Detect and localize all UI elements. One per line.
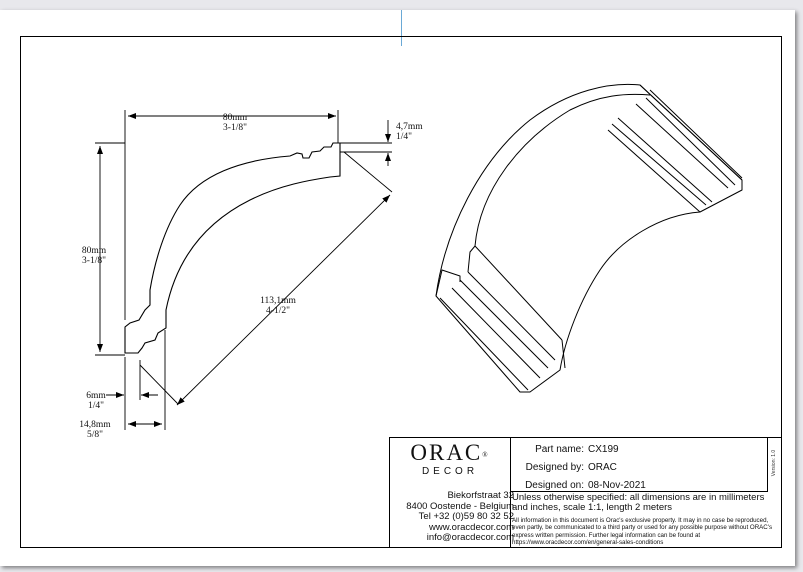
center-mark	[401, 10, 402, 46]
legal-notice: All information in this document is Orac…	[512, 517, 773, 547]
address-email: info@oracdecor.com	[426, 532, 514, 543]
address-web: www.oracdecor.com	[428, 521, 514, 533]
part-name-label: Part name:	[535, 444, 584, 455]
logo-main: ORAC	[410, 440, 483, 465]
address-street: Biekorfstraat 32	[447, 490, 514, 501]
isometric-view	[435, 83, 743, 393]
sheet-border	[20, 36, 782, 548]
version-label: Version: 1.0	[771, 449, 777, 477]
logo-sub: DECOR	[421, 466, 479, 477]
designed-by-label: Designed by:	[525, 462, 584, 473]
drawing-sheet	[0, 10, 795, 566]
technical-drawing	[95, 83, 743, 430]
title-block-divider	[767, 438, 768, 491]
title-block-divider	[510, 491, 768, 492]
address-city: 8400 Oostende - Belgium	[406, 500, 514, 512]
designed-on-value: 08-Nov-2021	[588, 480, 646, 491]
title-block-divider	[510, 438, 511, 547]
designed-by-value: ORAC	[588, 462, 617, 473]
company-address: Biekorfstraat 32 8400 Oostende - Belgium…	[390, 490, 514, 544]
part-name-value: CX199	[588, 444, 619, 455]
address-phone: Tel +32 (0)59 80 32 52	[418, 511, 514, 522]
logo-registered: ®	[482, 451, 490, 459]
unless-specified-note: Unless otherwise specified: all dimensio…	[512, 492, 765, 513]
orac-logo: ORAC® DECOR	[390, 440, 510, 486]
designed-on-label: Designed on:	[525, 480, 584, 491]
profile-section	[124, 142, 341, 354]
dimension-lines	[95, 110, 393, 430]
title-block: ORAC® DECOR Biekorfstraat 32 8400 Oosten…	[389, 437, 781, 547]
